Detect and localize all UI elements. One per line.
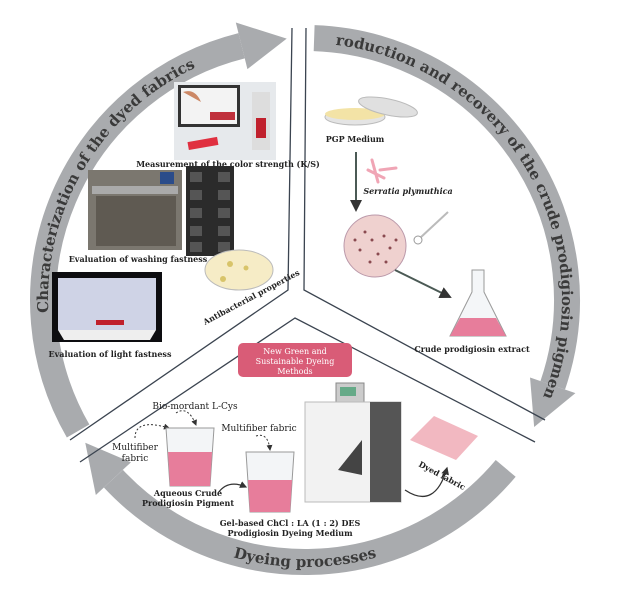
bacteria-icon xyxy=(366,158,398,184)
erlenmeyer-flask xyxy=(449,269,507,337)
crude-extract-label: Crude prodigiosin extract xyxy=(414,344,530,354)
washing-machine-image xyxy=(88,170,182,250)
color-strength-label: Measurement of the color strength (K/S) xyxy=(136,159,320,169)
spectrophotometer-image xyxy=(174,82,276,160)
bio-mordant-label: Bio-mordant L-Cys xyxy=(152,402,238,412)
arrowhead-right xyxy=(530,377,576,428)
ring-arc-bottom xyxy=(103,460,516,575)
pgp-medium-label: PGP Medium xyxy=(326,134,385,144)
arrowhead-top xyxy=(235,22,287,70)
arrowhead-bottom xyxy=(85,442,131,496)
arrow-to-flask xyxy=(394,269,452,298)
svg-text:Sustainable Dyeing: Sustainable Dyeing xyxy=(256,357,335,366)
petri-dishes-pgp xyxy=(324,96,418,126)
dashed-arrow xyxy=(134,423,170,439)
dyed-fabric-label: Dyed fabric xyxy=(417,459,467,492)
arrow-to-des xyxy=(217,481,248,494)
divider-right xyxy=(303,27,546,421)
inoculation-loop-icon xyxy=(413,211,449,245)
light-fastness-label: Evaluation of light fastness xyxy=(49,349,172,359)
multifiber-right-label: Multifiber fabric xyxy=(221,424,296,434)
bacterium-label: Serratia plymuthica xyxy=(363,186,452,196)
section-dividers xyxy=(69,27,546,463)
oven-image xyxy=(304,382,402,503)
ring-arc-top xyxy=(30,33,245,438)
svg-text:Methods: Methods xyxy=(277,367,312,376)
green-methods-box: New Green and Sustainable Dyeing Methods xyxy=(238,343,352,377)
petri-dish-antibacterial xyxy=(204,249,274,291)
light-cabinet-image xyxy=(52,272,162,342)
cycle-ring xyxy=(30,22,580,575)
dashed-arrow xyxy=(175,410,197,426)
divider-left xyxy=(69,27,293,441)
svg-text:New Green and: New Green and xyxy=(263,347,327,356)
ring-arc-right xyxy=(313,25,580,390)
beaker-des xyxy=(245,451,295,513)
arrow-to-fabric xyxy=(404,466,449,498)
beaker-aqueous xyxy=(165,427,215,487)
washing-label: Evaluation of washing fastness xyxy=(69,254,208,264)
dyed-fabric-swatch xyxy=(410,416,478,460)
grey-scale-image xyxy=(186,166,234,256)
dashed-arrow xyxy=(255,434,273,451)
bacterial-colony-plate xyxy=(343,214,407,278)
divider-bottom xyxy=(79,317,536,463)
